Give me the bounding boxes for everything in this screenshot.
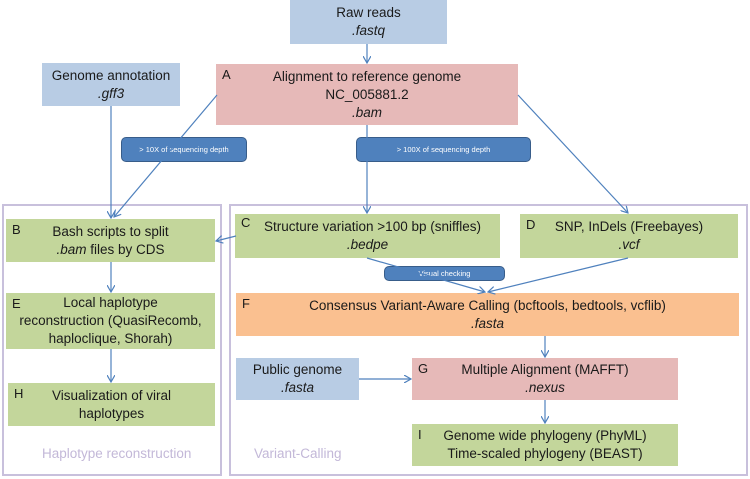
step-letter-a: A bbox=[222, 67, 231, 82]
step-letter-e: E bbox=[12, 296, 21, 311]
step-letter-h: H bbox=[14, 386, 24, 401]
connector-depth-10x: > 10X of sequencing depth bbox=[121, 137, 247, 162]
snp-indels-title: SNP, InDels (Freebayes) bbox=[554, 219, 704, 234]
connector-visual-checking: Visual checking bbox=[384, 266, 505, 281]
step-letter-f: F bbox=[242, 296, 250, 311]
node-bash-split: B Bash scripts to split .bam files by CD… bbox=[6, 219, 215, 262]
node-multiple-alignment: G Multiple Alignment (MAFFT) .nexus bbox=[412, 358, 678, 400]
arrow-alignment-to-snp bbox=[517, 94, 628, 213]
visualization-line1: Visualization of viral bbox=[51, 387, 172, 403]
snp-indels-format: .vcf bbox=[618, 237, 640, 252]
local-haplotype-line3: haploclique, Shorah) bbox=[48, 331, 173, 346]
step-letter-c: C bbox=[241, 215, 251, 230]
group-label-haplotype: Haplotype reconstruction bbox=[42, 446, 192, 461]
bash-split-title: Bash scripts to split bbox=[52, 223, 169, 239]
public-genome-format: .fasta bbox=[280, 380, 315, 395]
alignment-format: .bam bbox=[351, 104, 382, 120]
node-local-haplotype: E Local haplotype reconstruction (QuasiR… bbox=[6, 293, 215, 349]
raw-reads-title: Raw reads bbox=[336, 5, 401, 20]
connector-depth-100x: > 100X of sequencing depth bbox=[356, 137, 531, 162]
step-letter-d: D bbox=[526, 217, 536, 232]
bash-split-suffix: files by CDS bbox=[86, 241, 165, 257]
node-visualization: H Visualization of viral haplotypes bbox=[8, 383, 215, 426]
genome-annotation-format: .gff3 bbox=[97, 85, 125, 101]
node-genome-annotation: Genome annotation .gff3 bbox=[42, 63, 180, 106]
local-haplotype-line1: Local haplotype bbox=[63, 295, 158, 310]
node-public-genome: Public genome .fasta bbox=[236, 358, 359, 400]
structure-variation-title: Structure variation >100 bp (sniffles) bbox=[264, 219, 481, 234]
group-label-variant: Variant-Calling bbox=[254, 446, 342, 461]
group-variant-calling bbox=[229, 204, 748, 476]
bash-split-format: .bam bbox=[56, 241, 87, 257]
phylogeny-line1: Genome wide phylogeny (PhyML) bbox=[443, 428, 647, 443]
node-structure-variation: C Structure variation >100 bp (sniffles)… bbox=[235, 214, 500, 258]
step-letter-g: G bbox=[418, 361, 429, 376]
local-haplotype-line2: reconstruction (QuasiRecomb, bbox=[19, 313, 202, 328]
step-letter-b: B bbox=[12, 222, 21, 237]
consensus-format: .fasta bbox=[470, 315, 505, 331]
alignment-title: Alignment to reference genome bbox=[272, 68, 462, 84]
raw-reads-format: .fastq bbox=[351, 23, 386, 38]
node-snp-indels: D SNP, InDels (Freebayes) .vcf bbox=[520, 214, 738, 258]
node-raw-reads: Raw reads .fastq bbox=[290, 0, 447, 44]
node-alignment: A Alignment to reference genome NC_00588… bbox=[216, 64, 518, 125]
public-genome-title: Public genome bbox=[252, 362, 343, 377]
visualization-line2: haplotypes bbox=[78, 405, 145, 421]
multiple-alignment-format: .nexus bbox=[525, 380, 565, 395]
group-haplotype-reconstruction bbox=[2, 204, 222, 476]
node-consensus: F Consensus Variant-Aware Calling (bcfto… bbox=[236, 293, 739, 336]
genome-annotation-title: Genome annotation bbox=[51, 67, 171, 83]
consensus-title: Consensus Variant-Aware Calling (bcftool… bbox=[309, 297, 666, 313]
alignment-subtitle: NC_005881.2 bbox=[325, 86, 409, 102]
node-phylogeny: I Genome wide phylogeny (PhyML) Time-sca… bbox=[412, 424, 678, 466]
phylogeny-line2: Time-scaled phylogeny (BEAST) bbox=[447, 446, 643, 461]
bash-split-line2: .bam files by CDS bbox=[56, 241, 164, 259]
multiple-alignment-title: Multiple Alignment (MAFFT) bbox=[461, 362, 629, 377]
step-letter-i: I bbox=[418, 427, 422, 442]
structure-variation-format: .bedpe bbox=[346, 237, 389, 252]
